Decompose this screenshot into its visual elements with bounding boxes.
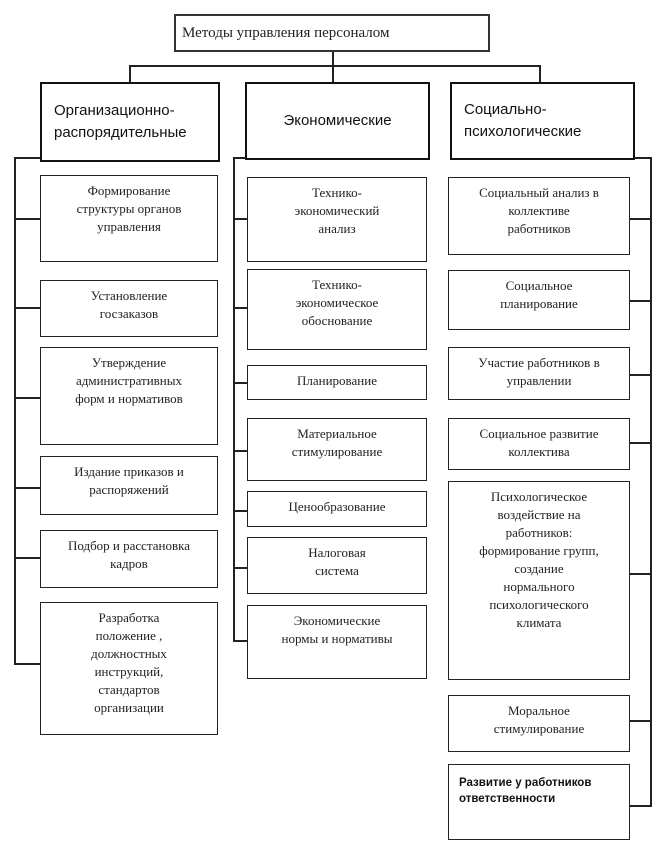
connector-line [233,157,245,159]
method-item: Установление госзаказов [40,280,218,337]
method-item: Технико- экономическое обоснование [247,269,427,350]
connector-line [14,663,40,665]
connector-line [233,218,247,220]
connector-line [233,382,247,384]
connector-line [630,805,652,807]
connector-line [14,157,40,159]
method-item: Психологическое воздействие на работнико… [448,481,630,680]
connector-line [14,157,16,665]
connector-line [332,65,334,82]
method-item: Моральное стимулирование [448,695,630,752]
connector-line [14,307,40,309]
method-item: Разработка положение , должностных инстр… [40,602,218,735]
connector-line [129,65,131,82]
connector-line [233,640,247,642]
connector-line [650,157,652,807]
method-item: Планирование [247,365,427,400]
connector-line [233,157,235,642]
method-item: Издание приказов и распоряжений [40,456,218,515]
method-item: Материальное стимулирование [247,418,427,481]
connector-line [14,218,40,220]
method-item: Ценообразование [247,491,427,527]
category-header-1: Экономические [245,82,430,160]
method-item: Социальное планирование [448,270,630,330]
connector-line [630,573,652,575]
connector-line [233,307,247,309]
category-header-2: Социально- психологические [450,82,635,160]
method-item: Социальный анализ в коллективе работнико… [448,177,630,255]
connector-line [630,218,652,220]
connector-line [635,157,652,159]
connector-line [14,487,40,489]
method-item: Подбор и расстановка кадров [40,530,218,588]
connector-line [233,567,247,569]
root-node: Методы управления персоналом [174,14,490,52]
connector-line [630,442,652,444]
connector-line [233,450,247,452]
connector-line [332,52,334,66]
method-item: Формирование структуры органов управлени… [40,175,218,262]
connector-line [14,397,40,399]
method-item: Налоговая система [247,537,427,594]
category-header-0: Организационно- распорядительные [40,82,220,162]
connector-line [130,65,541,67]
connector-line [630,720,652,722]
method-item: Социальное развитие коллектива [448,418,630,470]
method-item: Технико- экономический анализ [247,177,427,262]
connector-line [630,374,652,376]
connector-line [630,300,652,302]
connector-line [539,65,541,82]
connector-line [233,510,247,512]
method-item: Развитие у работников ответственности [448,764,630,840]
method-item: Утверждение административных форм и норм… [40,347,218,445]
method-item: Экономические нормы и нормативы [247,605,427,679]
method-item: Участие работников в управлении [448,347,630,400]
connector-line [14,557,40,559]
